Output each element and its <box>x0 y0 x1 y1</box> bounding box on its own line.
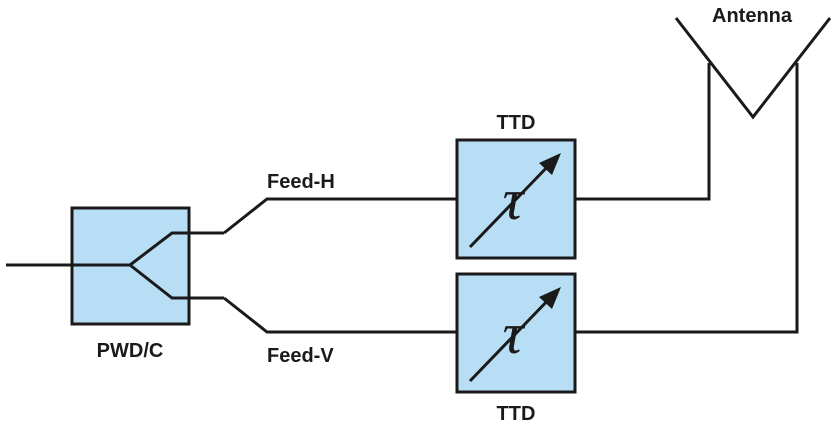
antenna-label: Antenna <box>712 5 793 27</box>
variable-arrow-bottom <box>468 294 554 383</box>
feed-v-label: Feed-V <box>267 345 334 367</box>
arrow-head-top-icon <box>539 153 561 175</box>
ttd-bottom-to-antenna-line <box>575 63 799 334</box>
ttd-bottom-label: TTD <box>497 403 536 425</box>
arrow-head-bottom-icon <box>539 287 561 309</box>
feed-v-line <box>223 296 457 334</box>
feed-h-label: Feed-H <box>267 171 335 193</box>
variable-arrow-top <box>468 160 554 249</box>
ttd-top-to-antenna-line <box>575 63 711 201</box>
splitter-branch-lower <box>129 263 224 300</box>
feed-h-line <box>223 197 457 235</box>
pwd-c-label: PWD/C <box>97 340 164 362</box>
splitter-branch-upper <box>129 231 224 267</box>
ttd-top-label: TTD <box>497 112 536 134</box>
antenna-symbol <box>674 17 832 120</box>
